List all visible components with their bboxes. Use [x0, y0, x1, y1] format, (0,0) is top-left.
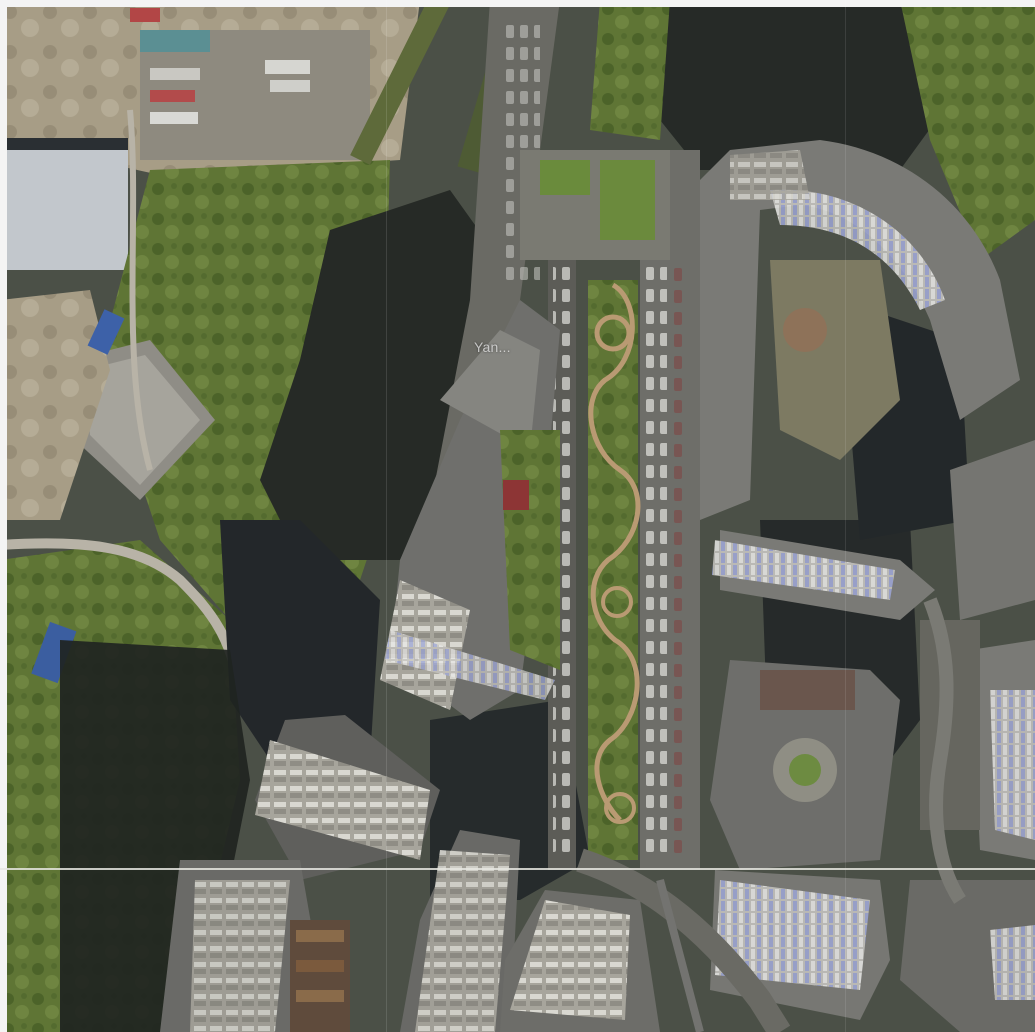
image-border-left [0, 0, 7, 1032]
residential-block-east-north [700, 140, 1020, 520]
image-border-top [0, 0, 1035, 7]
place-label[interactable]: Yan... [474, 339, 511, 355]
winding-footpath [588, 282, 641, 822]
tile-seam-vertical [386, 0, 387, 1032]
rail-line [350, 0, 450, 165]
east-access-road [923, 597, 966, 904]
tile-seam-vertical [845, 0, 846, 1032]
warehouse-building [0, 145, 128, 270]
tile-seam-horizontal [0, 868, 1035, 870]
